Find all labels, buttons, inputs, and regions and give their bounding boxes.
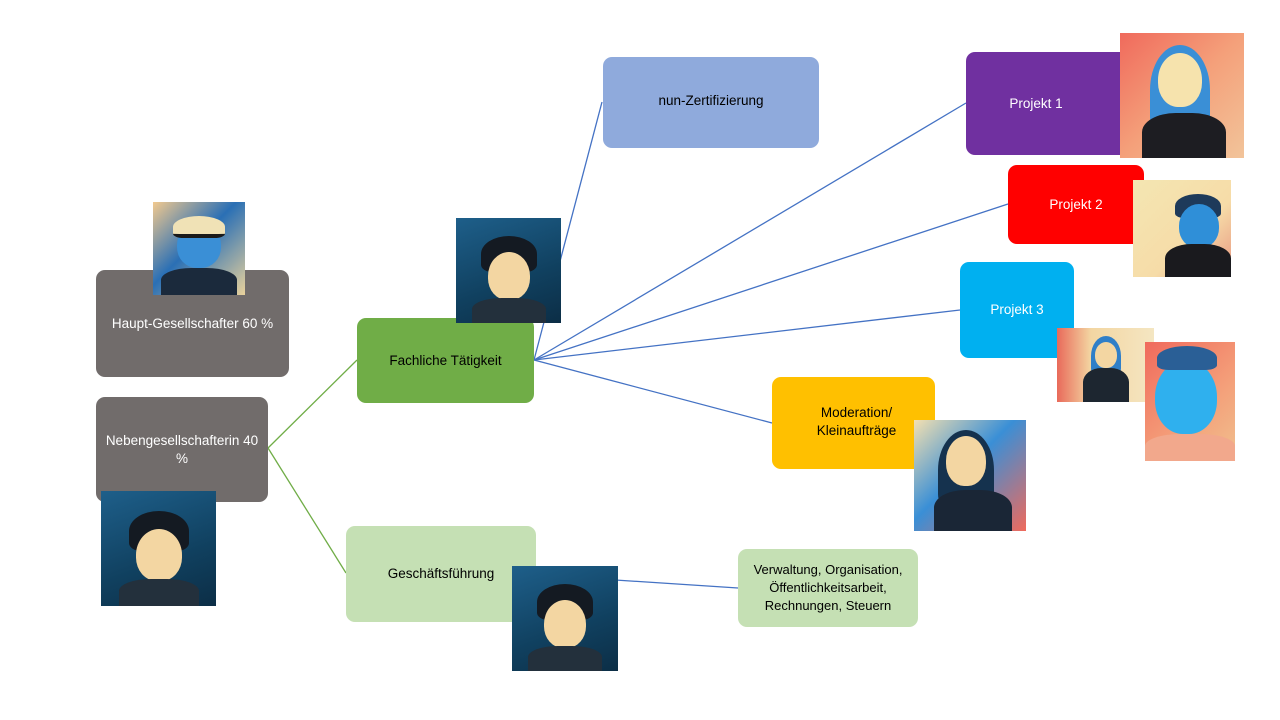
edge-fachlich-projekt2 [533, 203, 1009, 361]
photo-projekt-3-b [1145, 342, 1235, 461]
node-label: Nebengesellschafterin 40 % [105, 432, 259, 466]
edge-geschaeft-verwaltung [599, 578, 739, 589]
edge-neben-fachlich [267, 359, 358, 449]
node-projekt-3[interactable]: Projekt 3 [960, 262, 1074, 358]
node-label: Verwaltung, Organisation, Öffentlichkeit… [753, 562, 903, 613]
edge-neben-geschaeft [267, 447, 347, 574]
node-geschaeftsfuehrung[interactable]: Geschäftsführung [346, 526, 536, 622]
photo-projekt-3-a [1057, 328, 1154, 402]
photo-nebengesellschafterin [101, 491, 216, 606]
node-verwaltung[interactable]: Verwaltung, Organisation, Öffentlichkeit… [738, 549, 918, 627]
node-zertifizierung[interactable]: nun-Zertifizierung [603, 57, 819, 148]
photo-projekt-1 [1120, 33, 1244, 158]
photo-projekt-2 [1133, 180, 1231, 277]
node-projekt-2[interactable]: Projekt 2 [1008, 165, 1144, 244]
photo-moderation [914, 420, 1026, 531]
node-label: Fachliche Tätigkeit [389, 352, 502, 368]
edge-fachlich-moderation [533, 359, 773, 424]
photo-fachliche-taetigkeit [456, 218, 561, 323]
photo-geschaeftsfuehrung [512, 566, 618, 671]
node-moderation[interactable]: Moderation/ Kleinaufträge [772, 377, 935, 469]
edge-fachlich-projekt3 [533, 309, 961, 361]
node-label: nun-Zertifizierung [658, 93, 764, 108]
node-label: Haupt-Gesellschafter 60 % [111, 315, 274, 331]
edge-fachlich-projekt1 [533, 102, 967, 361]
node-projekt-1[interactable]: Projekt 1 [966, 52, 1132, 155]
photo-haupt-gesellschafter [153, 202, 245, 295]
node-label: Projekt 2 [1049, 196, 1103, 212]
node-fachliche-taetigkeit[interactable]: Fachliche Tätigkeit [357, 318, 534, 403]
node-label: Moderation/ Kleinaufträge [816, 405, 897, 438]
node-label: Geschäftsführung [387, 566, 495, 581]
node-nebengesellschafterin[interactable]: Nebengesellschafterin 40 % [96, 397, 268, 502]
node-label: Projekt 3 [990, 302, 1044, 317]
node-label: Projekt 1 [1009, 95, 1063, 111]
